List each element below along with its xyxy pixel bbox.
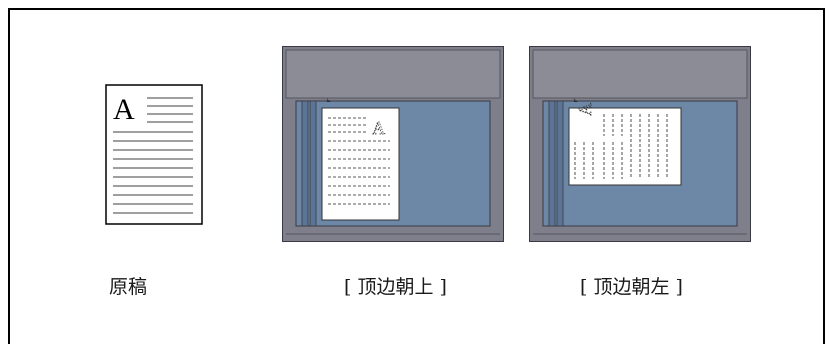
- scanner-top-edge-left: ⊾ A: [529, 46, 751, 242]
- caption-original: 原稿: [109, 276, 148, 298]
- caption-top-edge-left: [ 顶边朝左 ]: [580, 276, 683, 298]
- svg-text:⊾: ⊾: [326, 97, 331, 104]
- original-document: A: [105, 84, 203, 225]
- svg-text:A: A: [372, 118, 385, 138]
- document-letter: A: [113, 93, 135, 126]
- scanner-lid: [532, 49, 748, 99]
- diagram-frame: A ⊾ A: [8, 8, 825, 344]
- scanner-lid: [285, 49, 501, 99]
- svg-text:⊾: ⊾: [573, 97, 578, 104]
- placed-document: [568, 107, 682, 186]
- caption-top-edge-up: [ 顶边朝上 ]: [344, 276, 447, 298]
- svg-text:A: A: [575, 103, 595, 116]
- scanner-top-edge-up: ⊾ A: [282, 46, 504, 242]
- placed-document: [321, 107, 400, 221]
